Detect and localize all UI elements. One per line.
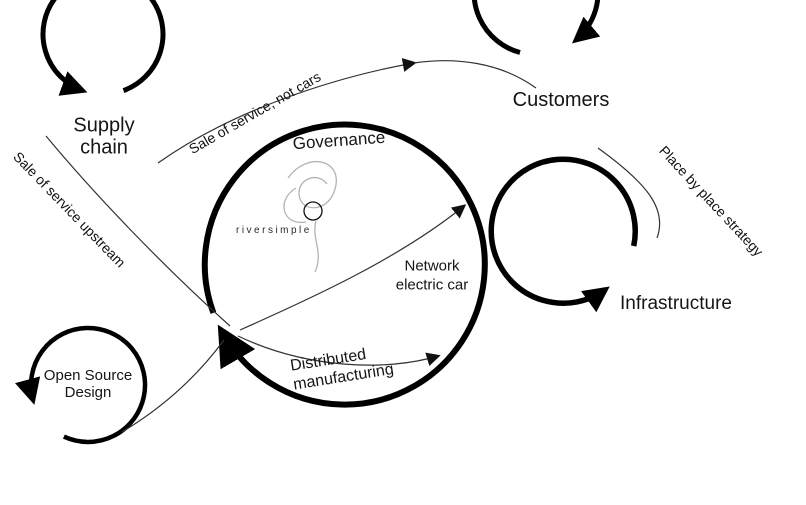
supply-chain-label: Supply chain bbox=[73, 114, 135, 159]
riversimple-logo-squiggle bbox=[283, 161, 337, 273]
connector-sale-upstream bbox=[45, 135, 231, 327]
open-source-design-label: Open Source Design bbox=[43, 366, 133, 401]
connector-sale-not-cars-arrow bbox=[157, 58, 417, 164]
network-electric-car-label: Network electric car bbox=[395, 257, 469, 293]
customers-circle bbox=[472, 0, 601, 55]
connector-network-electric-car bbox=[239, 204, 467, 331]
riversimple-logo-ring bbox=[303, 201, 323, 221]
connector-open-source bbox=[121, 339, 225, 433]
infrastructure-circle bbox=[488, 156, 638, 313]
connector-sale-not-cars-tail bbox=[413, 60, 537, 89]
infrastructure-label: Infrastructure bbox=[620, 293, 732, 314]
central-hub-circle bbox=[201, 121, 488, 408]
supply-chain-circle bbox=[40, 0, 166, 96]
connector-place-strategy bbox=[597, 147, 661, 239]
connector-distributed-manufacturing bbox=[237, 335, 441, 366]
customers-label: Customers bbox=[512, 88, 610, 111]
riversimple-wordmark: riversimple bbox=[236, 225, 312, 236]
open-source-circle bbox=[15, 325, 148, 445]
